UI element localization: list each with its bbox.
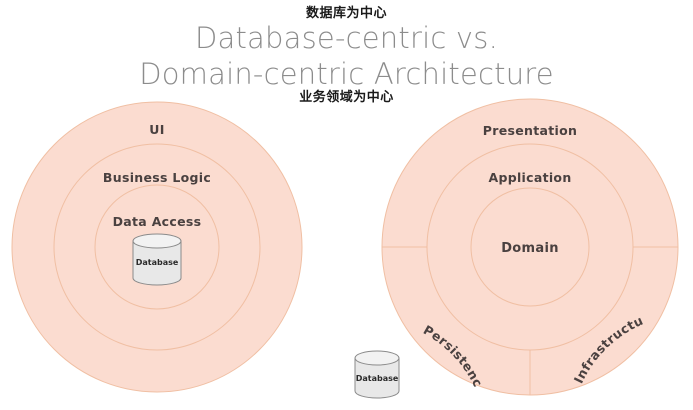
ring-presentation-fill: [382, 99, 678, 395]
ring-label-presentation: Presentation: [483, 123, 577, 138]
ring-ui-border: [11, 101, 303, 393]
page-title-line-1: Database-centric vs.: [194, 21, 498, 55]
ring-data-access-border: [94, 184, 220, 310]
cylinder-top: [132, 233, 182, 249]
ring-business-logic-border: [53, 143, 261, 351]
left-architecture-circle: UI Business Logic Data Access Database: [11, 101, 303, 393]
chinese-caption-top: 数据库为中心: [305, 6, 387, 21]
ring-domain-border: [470, 187, 590, 307]
page-title: Database-centric vs. Domain-centric Arch…: [0, 20, 693, 93]
page-title-line-2: Domain-centric Architecture: [139, 57, 554, 92]
cylinder-top: [354, 350, 400, 366]
ring-label-domain: Domain: [501, 241, 559, 256]
cylinder-body: [132, 240, 182, 286]
cylinder-label: Database: [356, 374, 399, 383]
ring-label-application: Application: [488, 170, 571, 185]
ring-label-business-logic: Business Logic: [103, 170, 211, 185]
cylinder-label: Database: [136, 258, 179, 267]
ring-label-data-access: Data Access: [113, 214, 202, 229]
database-cylinder-external: Database: [354, 350, 400, 399]
chinese-caption-bottom: 业务领域为中心: [299, 90, 394, 105]
cylinder-body: [354, 357, 400, 399]
database-cylinder-center: Database: [132, 233, 182, 286]
ring-label-ui: UI: [149, 122, 164, 137]
